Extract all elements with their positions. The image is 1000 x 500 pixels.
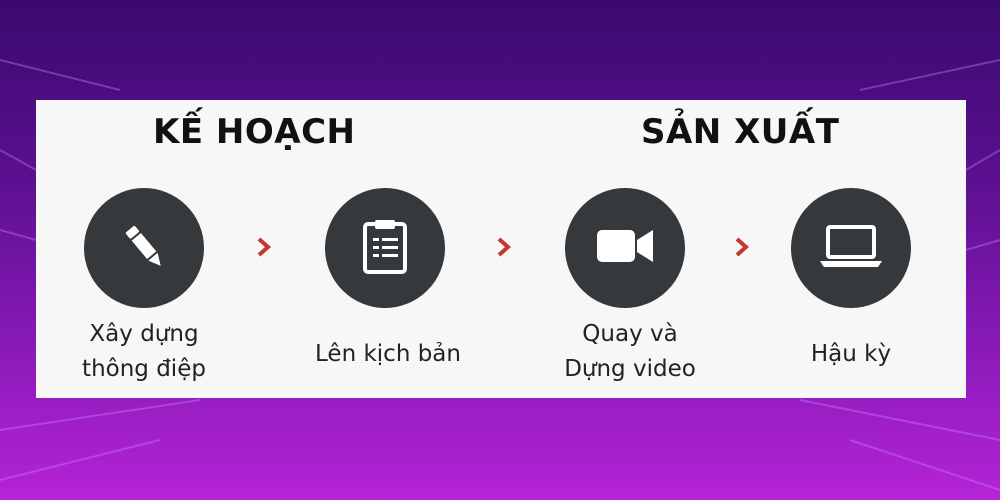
step-2-caption-line1: Lên kịch bản (315, 341, 461, 367)
step-1-caption-line1: Xây dựng (89, 321, 199, 347)
step-1-caption: Xây dựng thông điệp (64, 317, 224, 387)
step-3-caption-line1: Quay và (582, 321, 678, 347)
clipboard-icon (357, 216, 413, 280)
step-2-caption: Lên kịch bản (298, 337, 478, 372)
pencil-icon (114, 216, 174, 280)
step-3-circle (565, 188, 685, 308)
chevron-right-icon (257, 237, 272, 257)
step-2-circle (325, 188, 445, 308)
heading-production: SẢN XUẤT (641, 112, 840, 152)
step-3-caption-line2: Dựng video (564, 356, 696, 382)
step-4-caption-line1: Hậu kỳ (810, 341, 892, 367)
heading-plan: KẾ HOẠCH (153, 112, 356, 152)
step-1-circle (84, 188, 204, 308)
laptop-icon (816, 221, 886, 275)
chevron-right-icon (497, 237, 512, 257)
step-4-circle (791, 188, 911, 308)
video-camera-icon (593, 224, 657, 272)
step-4-caption: Hậu kỳ (781, 337, 921, 372)
step-1-caption-line2: thông điệp (82, 356, 206, 382)
step-3-caption: Quay và Dựng video (540, 317, 720, 387)
chevron-right-icon (735, 237, 750, 257)
